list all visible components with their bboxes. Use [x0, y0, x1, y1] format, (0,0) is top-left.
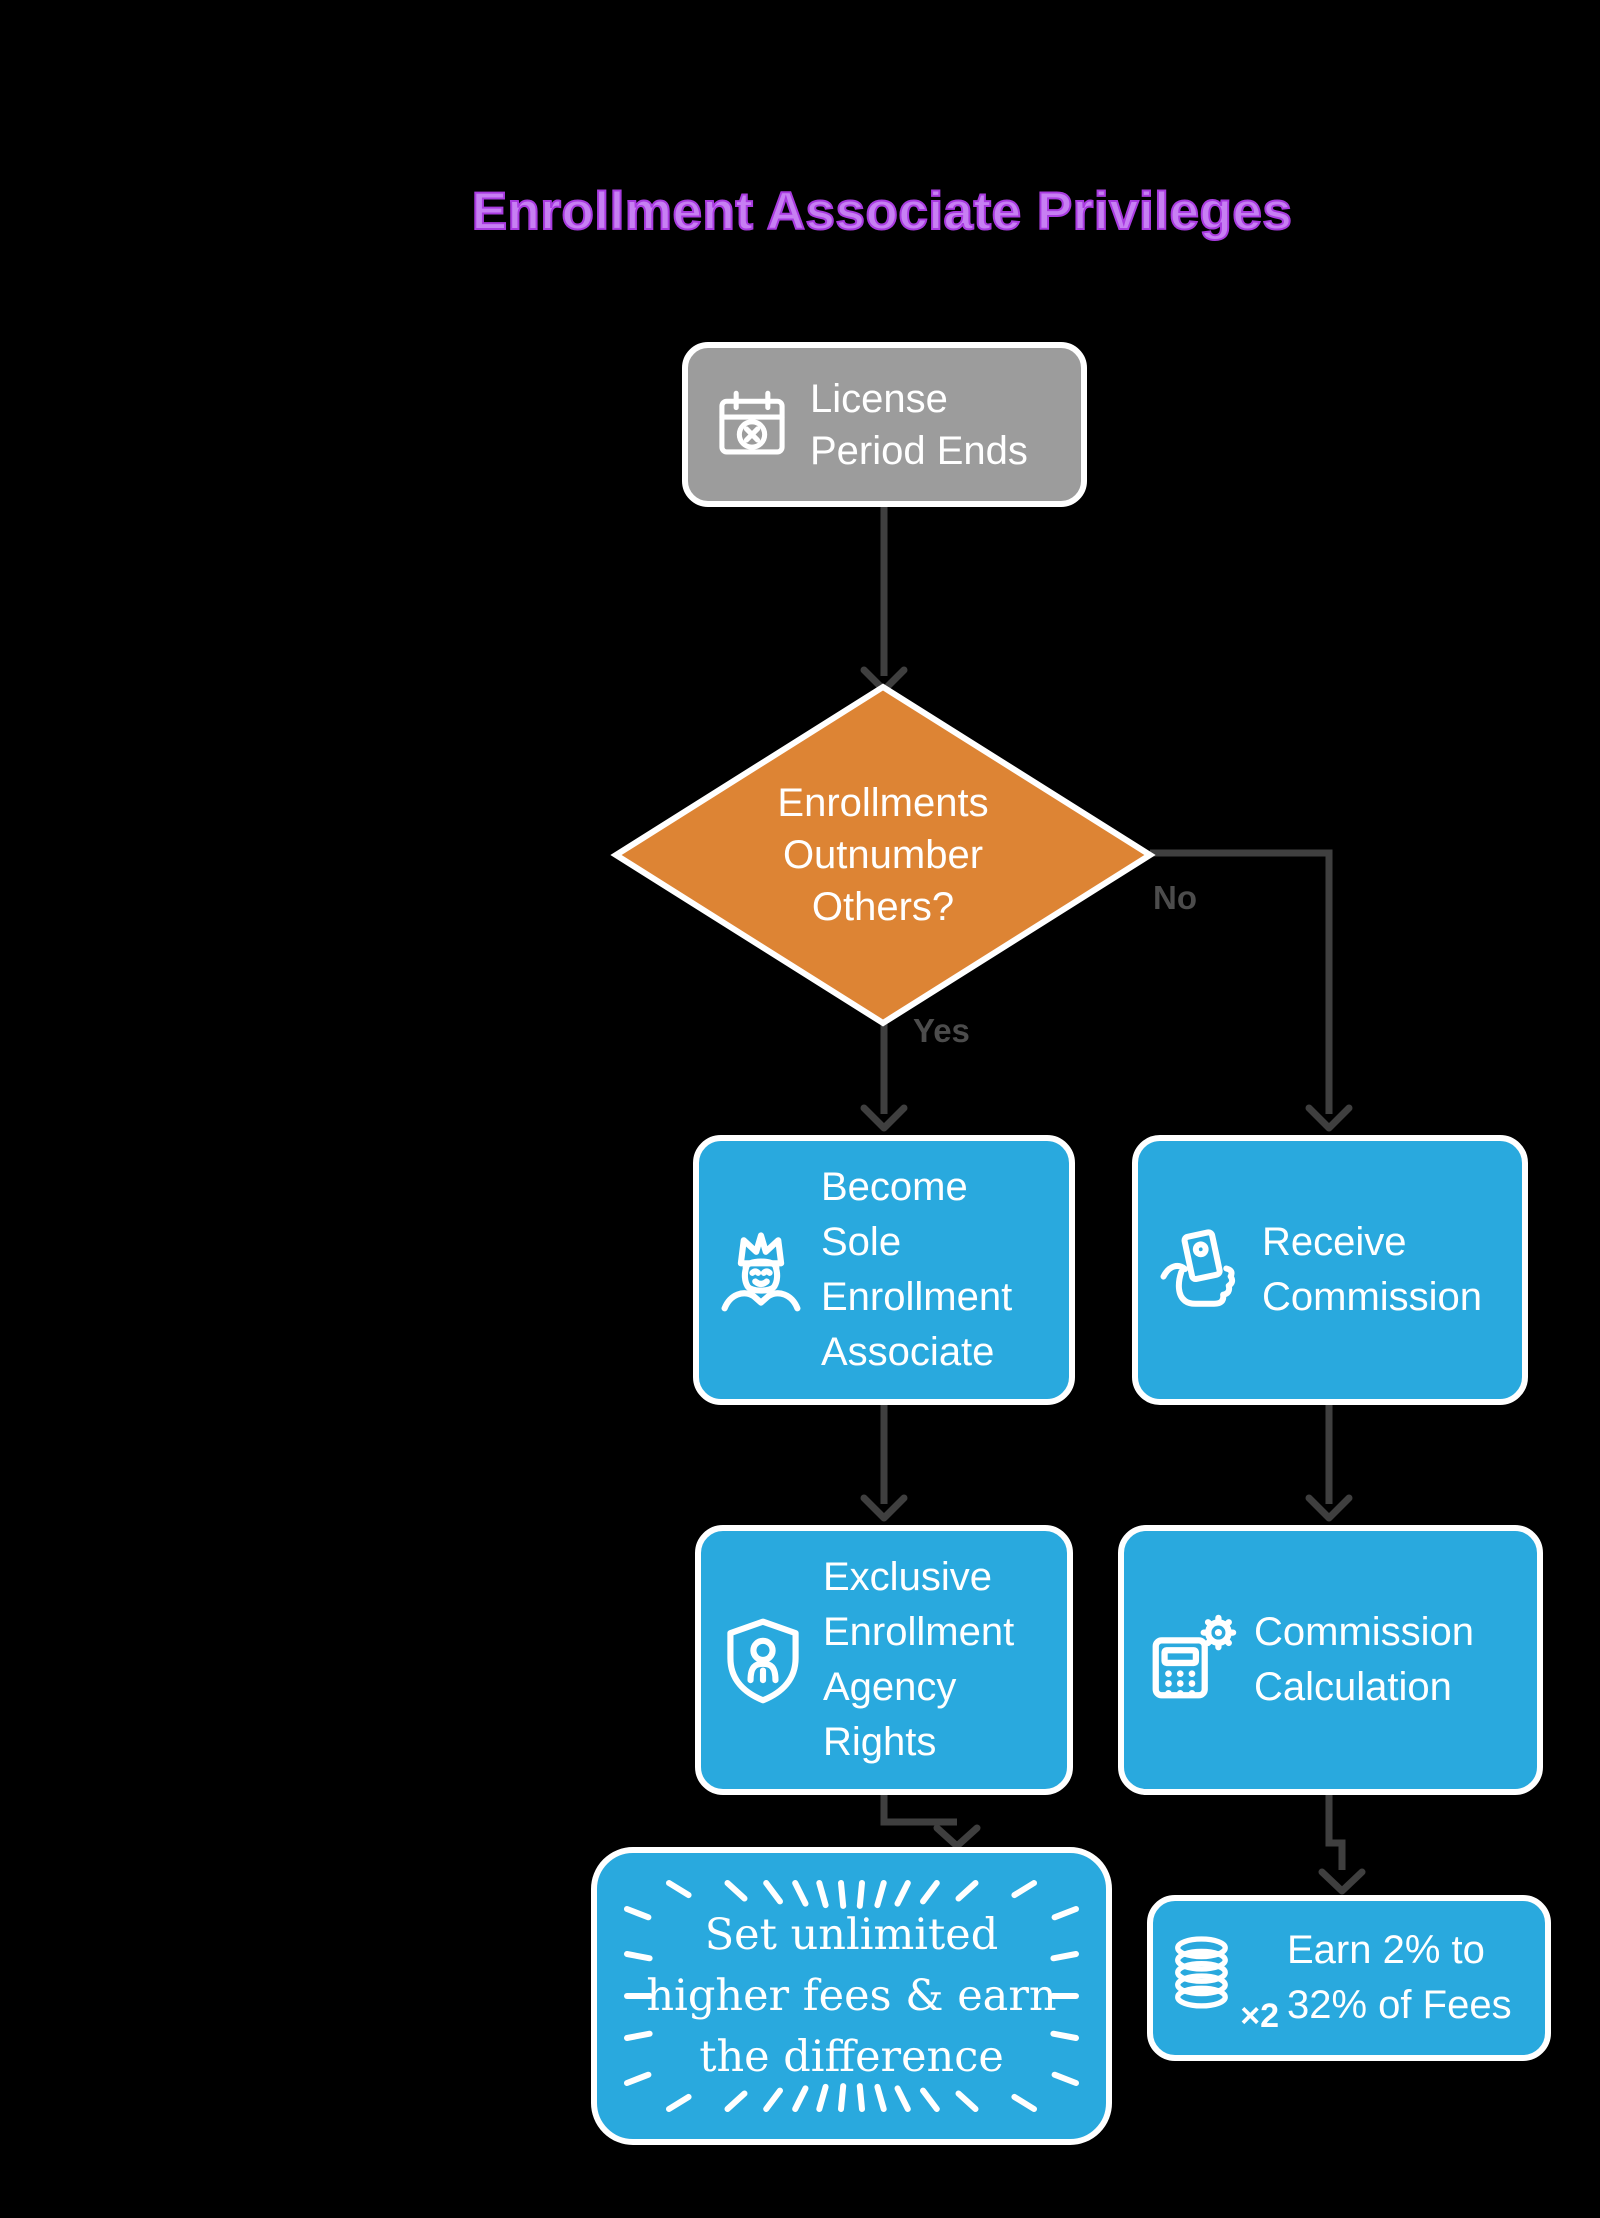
- burst-dash: [624, 2030, 653, 2041]
- burst-dash: [1051, 2071, 1079, 2086]
- node-label: Become Sole Enrollment Associate: [821, 1165, 1013, 1374]
- burst-dash: [838, 1880, 847, 1909]
- node-label: Earn 2% to 32% of Fees: [1287, 1928, 1512, 2027]
- burst-dash: [1050, 1951, 1079, 1962]
- burst-dash: [763, 2087, 783, 2112]
- node-commission-calculation: Commission Calculation: [1118, 1525, 1543, 1795]
- calendar-x-icon: [719, 390, 785, 454]
- burst-dash: [874, 2083, 887, 2112]
- burst-dash: [763, 1880, 783, 1905]
- burst-dash: [816, 2083, 829, 2112]
- burst-dash: [838, 2083, 847, 2112]
- burst-dash: [816, 1880, 829, 1909]
- edge-calculation-to-earn: [1325, 1793, 1346, 1870]
- arrowhead-decision-no: [1305, 1104, 1353, 1132]
- burst-dash: [955, 2090, 979, 2112]
- branch-label-no: No: [1153, 879, 1197, 916]
- burst-dash: [1011, 2093, 1037, 2112]
- burst-dash: [856, 1880, 865, 1909]
- arrowhead-decision-yes: [860, 1104, 908, 1132]
- burst-dash: [874, 1880, 887, 1909]
- hand-money-icon: [1160, 1229, 1236, 1307]
- arrowhead-calculation-to-earn: [1318, 1868, 1366, 1895]
- node-label: Exclusive Enrollment Agency Rights: [823, 1555, 1015, 1764]
- node-become-sole-enrollment-associate: Become Sole Enrollment Associate: [693, 1135, 1075, 1405]
- burst-dash: [1050, 2030, 1079, 2041]
- calculator-gear-icon: [1152, 1614, 1237, 1699]
- node-enrollments-outnumber-others: Enrollments Outnumber Others?: [610, 683, 1156, 1027]
- arrowhead-become-to-exclusive: [860, 1494, 908, 1522]
- diamond-shape: [610, 683, 1156, 1027]
- burst-dash: [920, 2087, 940, 2112]
- burst-dash: [792, 2085, 809, 2112]
- burst-dash: [955, 1880, 979, 1902]
- burst-dash: [624, 2071, 652, 2086]
- burst-dash: [1051, 1906, 1079, 1921]
- node-label: Set unlimited higher fees & earn the dif…: [646, 1909, 1057, 2082]
- burst-dash: [920, 1880, 940, 1905]
- node-label: License Period Ends: [810, 376, 1028, 473]
- edge-decision-no: [1150, 849, 1333, 1114]
- node-set-unlimited-higher-fees: Set unlimited higher fees & earn the dif…: [591, 1847, 1112, 2145]
- node-earn-fees-percentage: ×2 Earn 2% to 32% of Fees: [1147, 1895, 1551, 2061]
- node-label: Commission Calculation: [1254, 1610, 1475, 1709]
- burst-dash: [792, 1880, 809, 1907]
- branch-label-yes: Yes: [913, 1012, 970, 1049]
- node-license-period-ends: License Period Ends: [682, 342, 1087, 507]
- node-receive-commission: Receive Commission: [1132, 1135, 1528, 1405]
- burst-dash: [624, 1906, 652, 1921]
- page-title: Enrollment Associate Privileges: [471, 181, 1293, 242]
- burst-dash: [894, 1880, 911, 1907]
- burst-dash: [894, 2085, 911, 2112]
- node-label: Enrollments Outnumber Others?: [777, 781, 989, 929]
- burst-dash: [666, 1880, 692, 1899]
- multiplier-label: ×2: [1240, 1996, 1279, 2035]
- burst-dash: [724, 2090, 748, 2112]
- node-exclusive-enrollment-agency-rights: Exclusive Enrollment Agency Rights: [695, 1525, 1073, 1795]
- burst-dash: [724, 1880, 748, 1902]
- arrowhead-exclusive-to-fees: [933, 1824, 981, 1850]
- burst-dash: [856, 2083, 865, 2112]
- king-icon: [721, 1232, 801, 1312]
- node-label: Receive Commission: [1262, 1220, 1483, 1319]
- coins-icon: [1175, 1935, 1228, 2009]
- coins-icon-wrap: ×2: [1169, 1932, 1279, 2033]
- shield-person-icon: [727, 1618, 799, 1704]
- burst-dash: [1011, 1880, 1037, 1899]
- arrowhead-receive-to-calculation: [1305, 1494, 1353, 1522]
- edge-exclusive-to-fees: [880, 1793, 957, 1826]
- burst-decoration: [624, 1880, 1079, 2112]
- burst-dash: [666, 2093, 692, 2112]
- burst-dash: [624, 1951, 653, 1962]
